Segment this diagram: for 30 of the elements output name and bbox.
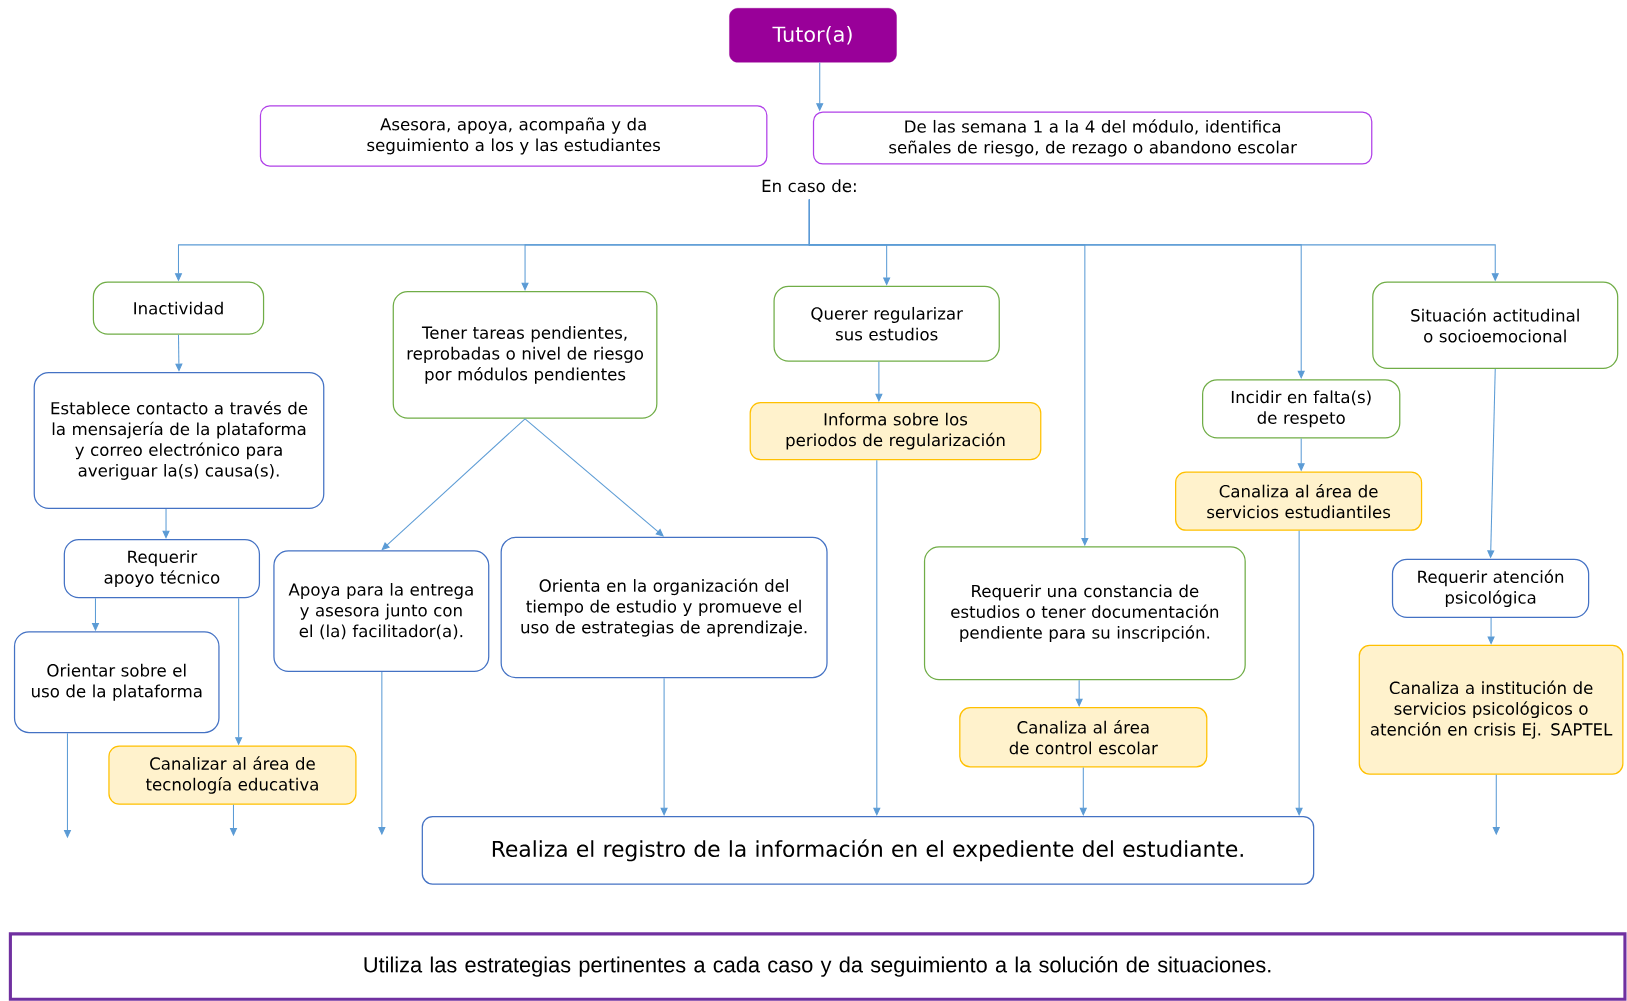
footer-box: Utiliza las estrategias pertinentes a cada caso y da seguimiento a la solución de situaciones. [8,932,1627,1001]
caption-text: En caso de: [762,179,856,192]
tutor-box: Tutor(a) [729,7,897,63]
action-box: Orienta en la organización del tiempo de estudio y promueve el uso de estrategias de aprendizaje. [500,536,828,679]
arrow [873,459,881,816]
arrow [1075,679,1083,707]
referral-box: Canaliza a institución de servicios psicológicos o atención en crisis Ej. SAPTEL [1358,644,1624,775]
referral-box: Canaliza al área de control escolar [959,706,1208,768]
referral-box: Canalizar al área de tecnología educativa [108,745,357,805]
case-box: Querer regularizar sus estudios [773,285,1000,362]
case-box: Tener tareas pendientes, reprobadas o nivel de riesgo por módulos pendientes [392,290,658,419]
arrow [660,677,668,816]
task-box: Asesora, apoya, acompaña y da seguimiento a los y las estudiantes [259,105,768,167]
arrow [1079,766,1088,816]
action-box: Establece contacto a través de la mensajería de la plataforma y correo electrónico para averiguar la(s) causa(s). [33,371,325,509]
case-box: Requerir una constancia de estudios o tener documentación pendiente para su inscripción. [923,546,1246,681]
case-box: Situación actitudinal o socioemocional [1372,281,1619,369]
case-box: Inactividad [92,281,265,335]
referral-box: Canaliza al área de servicios estudiantiles [1175,471,1423,531]
arrow [1295,530,1303,816]
arrow [875,361,883,402]
case-box: Incidir en falta(s) de respeto [1202,379,1401,439]
action-box: Requerir atención psicológica [1391,558,1590,618]
record-box: Realiza el registro de la información en el expediente del estudiante. [421,815,1315,885]
task-box: De las semana 1 a la 4 del módulo, identifica señales de riesgo, de rezago o abandono escolar [812,111,1373,165]
referral-box: Informa sobre los periodos de regularización [749,401,1042,461]
arrow [162,508,170,539]
action-box: Apoya para la entrega y asesora junto con el (la) facilitador(a). [273,550,490,672]
action-box: Orientar sobre el uso de la plataforma [13,631,220,734]
action-box: Requerir apoyo técnico [63,538,261,599]
